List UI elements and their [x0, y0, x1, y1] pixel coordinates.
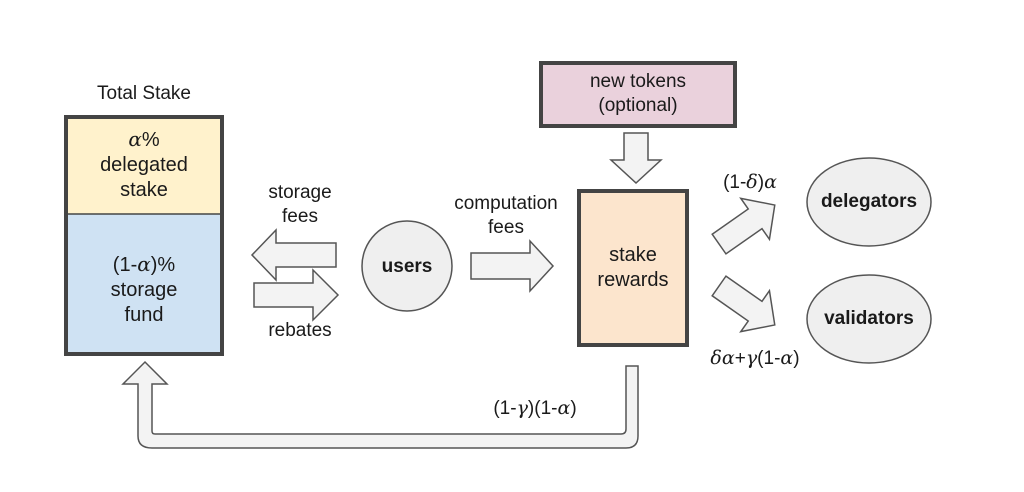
new-tokens-arrow	[609, 132, 663, 185]
stake-rewards-box	[577, 189, 689, 347]
computation-fees-label: computation fees	[454, 193, 558, 238]
storage-fund-section	[66, 214, 222, 354]
validator-share-label: δα+γ(1-α)	[710, 347, 800, 369]
storage-fees-arrow	[250, 228, 337, 282]
stake-rewards-label: stake rewards	[597, 244, 669, 291]
storage-fees-label: storage fees	[268, 182, 332, 227]
validators-arrow	[711, 275, 776, 333]
return-share-label: (1-γ)(1-α)	[493, 397, 577, 419]
total-stake-title: Total Stake	[97, 83, 191, 104]
rebates-arrow	[253, 268, 340, 322]
alpha-symbol: α	[128, 127, 142, 151]
return-arrow	[121, 360, 639, 449]
delegator-share-label: (1-δ)α	[723, 171, 777, 193]
users-label: users	[381, 256, 433, 277]
validators-node	[806, 274, 932, 364]
total-stake-box	[64, 115, 224, 356]
delegated-stake-label: α% delegated stake	[100, 127, 188, 201]
computation-fees-arrow	[470, 239, 555, 293]
delegators-node	[806, 157, 932, 247]
delegators-arrow	[711, 197, 776, 255]
storage-fund-label: (1-α)% storage fund	[110, 252, 178, 326]
rebates-label: rebates	[268, 320, 332, 341]
new-tokens-box	[539, 61, 737, 128]
new-tokens-label: new tokens (optional)	[589, 71, 687, 116]
delegated-stake-section	[66, 117, 222, 214]
delegators-label: delegators	[820, 191, 918, 212]
users-node	[361, 220, 453, 312]
validators-label: validators	[824, 308, 914, 329]
